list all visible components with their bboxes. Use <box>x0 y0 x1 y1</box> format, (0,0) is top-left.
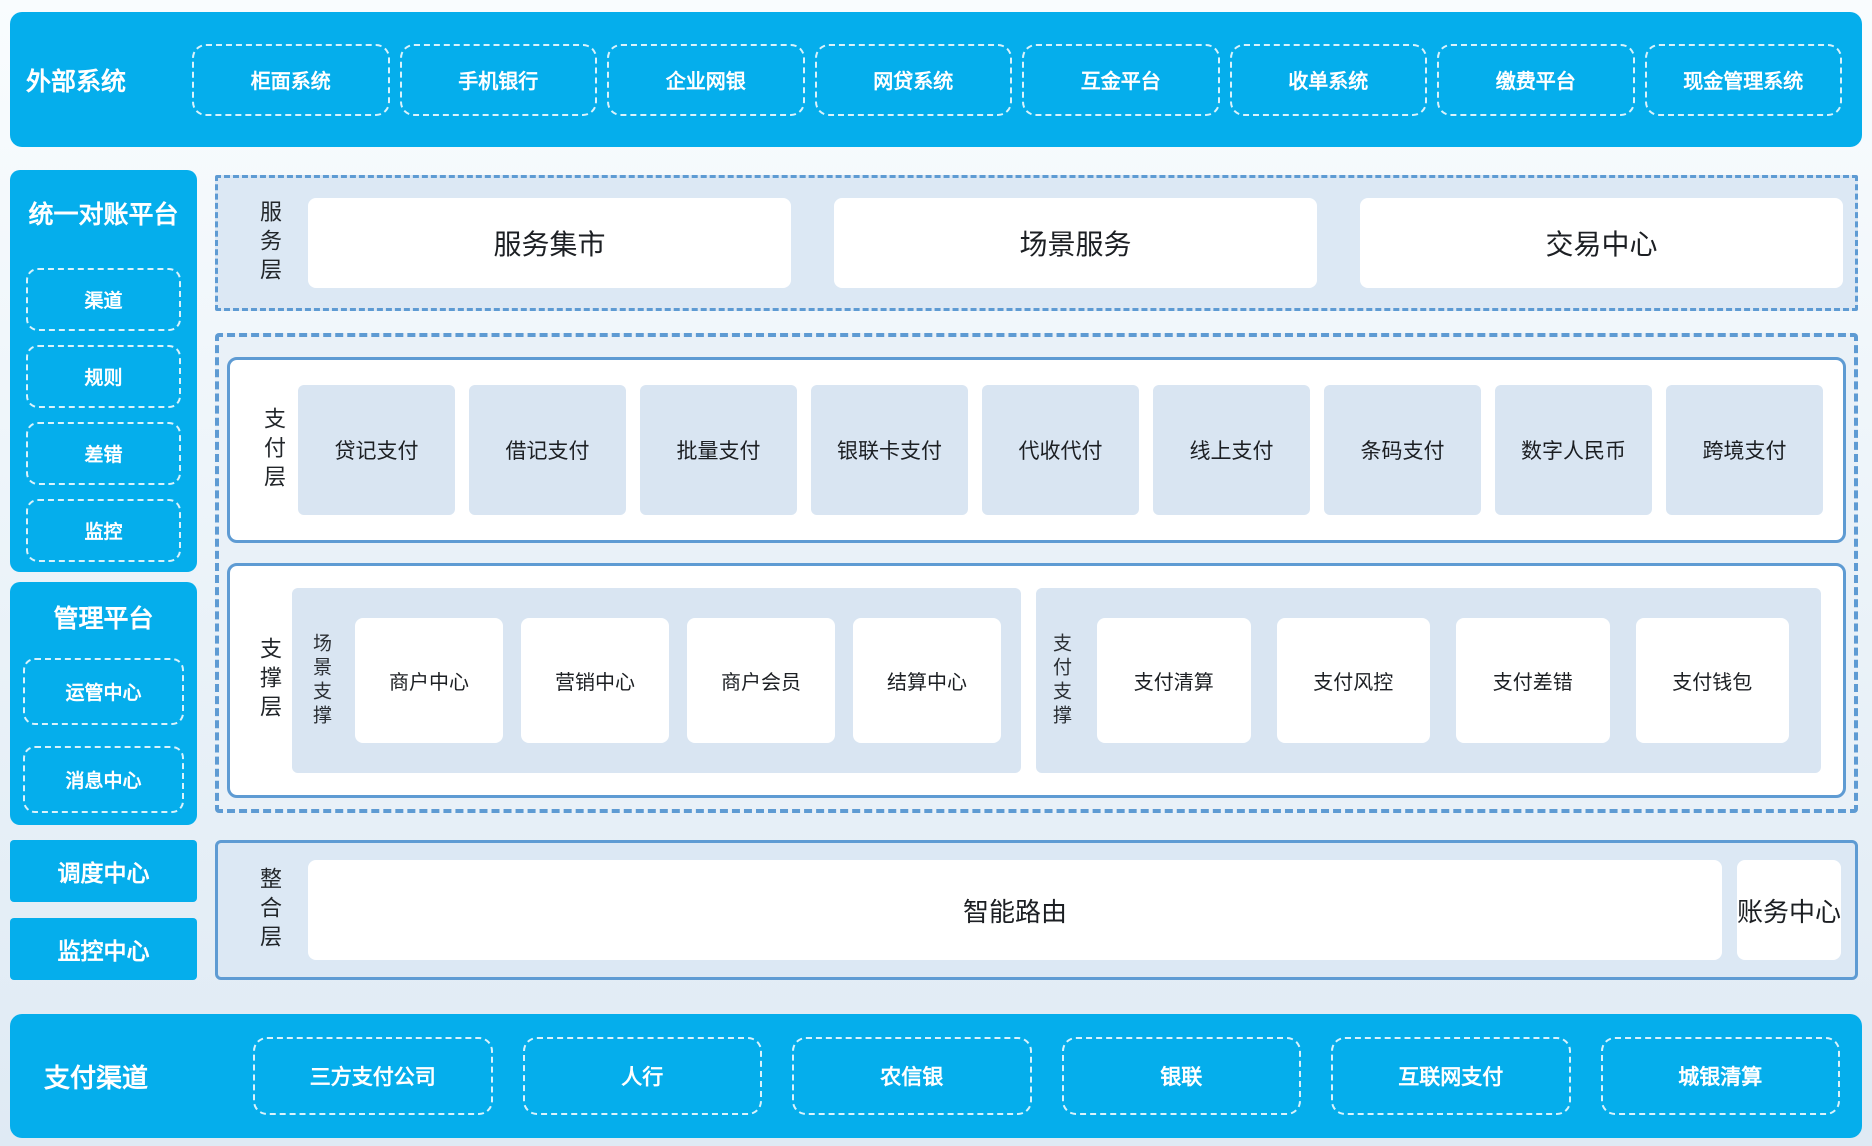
payment-support-group: 支付支撑 支付清算 支付风控 支付差错 支付钱包 <box>1036 588 1821 773</box>
management-items: 运管中心 消息中心 <box>23 658 184 813</box>
reconciliation-item: 监控 <box>26 499 181 562</box>
scene-support-group: 场景支撑 商户中心 营销中心 商户会员 结算中心 <box>292 588 1021 773</box>
payment-layer-item: 借记支付 <box>469 385 626 515</box>
external-system-item: 企业网银 <box>607 43 805 116</box>
integration-layer-section: 整合层 智能路由 账务中心 <box>215 840 1858 980</box>
payment-channel-item: 三方支付公司 <box>253 1037 493 1115</box>
scene-support-label: 场景支撑 <box>310 632 331 729</box>
scene-support-item: 商户中心 <box>355 618 503 743</box>
payment-support-item: 支付风控 <box>1276 618 1430 743</box>
reconciliation-item: 差错 <box>26 422 181 485</box>
integration-layer-item: 智能路由 <box>308 860 1722 960</box>
payment-layer-section: 支付层 贷记支付 借记支付 批量支付 银联卡支付 代收代付 线上支付 条码支付 <box>227 357 1846 543</box>
external-system-item: 现金管理系统 <box>1644 43 1842 116</box>
payment-layer-list: 贷记支付 借记支付 批量支付 银联卡支付 代收代付 线上支付 条码支付 数字人民… <box>298 385 1823 515</box>
integration-layer-list: 智能路由 账务中心 <box>308 860 1841 960</box>
payment-channel-item: 银联 <box>1061 1037 1302 1115</box>
payment-layer-item: 贷记支付 <box>298 385 455 515</box>
payment-channel-item: 互联网支付 <box>1331 1037 1571 1115</box>
payment-layer-item: 批量支付 <box>640 385 797 515</box>
support-layer-label: 支撑层 <box>257 637 282 724</box>
payment-layer-label: 支付层 <box>261 406 286 494</box>
external-system-item: 互金平台 <box>1022 43 1220 116</box>
payment-layer-item: 银联卡支付 <box>811 385 968 515</box>
management-platform-title: 管理平台 <box>53 605 154 633</box>
external-system-item: 网贷系统 <box>814 43 1012 116</box>
management-platform-card: 管理平台 运管中心 消息中心 <box>10 582 197 825</box>
payment-support-item: 支付清算 <box>1097 618 1251 743</box>
service-layer-list: 服务集市 场景服务 交易中心 <box>308 198 1843 288</box>
payment-channel-item: 农信银 <box>792 1037 1032 1115</box>
payment-channels-title: 支付渠道 <box>44 1062 149 1093</box>
service-layer-section: 服务层 服务集市 场景服务 交易中心 <box>215 175 1858 311</box>
reconciliation-item: 规则 <box>26 345 181 408</box>
support-groups: 场景支撑 商户中心 营销中心 商户会员 结算中心 支付支撑 <box>292 588 1821 773</box>
payment-support-item: 支付差错 <box>1456 618 1610 743</box>
monitor-center-box: 监控中心 <box>10 918 197 980</box>
payment-layer-item: 跨境支付 <box>1666 385 1823 515</box>
scene-support-item: 营销中心 <box>521 618 669 743</box>
payment-channel-item: 人行 <box>522 1037 763 1115</box>
external-system-item: 收单系统 <box>1229 43 1427 116</box>
reconciliation-items: 渠道 规则 差错 监控 <box>26 268 181 562</box>
support-layer-section: 支撑层 场景支撑 商户中心 营销中心 商户会员 结算中心 <box>227 563 1846 798</box>
management-item: 消息中心 <box>23 746 184 813</box>
management-item: 运管中心 <box>23 658 184 725</box>
external-system-item: 缴费平台 <box>1437 43 1635 116</box>
payment-layer-item: 数字人民币 <box>1495 385 1652 515</box>
service-layer-label: 服务层 <box>257 199 282 287</box>
service-layer-item: 场景服务 <box>834 198 1317 288</box>
scene-support-list: 商户中心 营销中心 商户会员 结算中心 <box>355 618 1001 743</box>
payment-channels-bar: 支付渠道 三方支付公司 人行 农信银 银联 互联网支付 城银清算 <box>10 1014 1862 1138</box>
external-systems-list: 柜面系统 手机银行 企业网银 网贷系统 互金平台 收单系统 缴费平台 现金管理系… <box>192 43 1842 116</box>
service-layer-item: 服务集市 <box>308 198 791 288</box>
reconciliation-item: 渠道 <box>26 268 181 331</box>
external-systems-bar: 外部系统 柜面系统 手机银行 企业网银 网贷系统 互金平台 收单系统 缴费平台 … <box>10 12 1862 147</box>
payment-support-list: 支付清算 支付风控 支付差错 支付钱包 <box>1097 618 1789 743</box>
scene-support-item: 商户会员 <box>687 618 835 743</box>
dispatch-center-box: 调度中心 <box>10 840 197 902</box>
payment-support-label: 支付支撑 <box>1050 632 1071 729</box>
core-layers-container: 支付层 贷记支付 借记支付 批量支付 银联卡支付 代收代付 线上支付 条码支付 <box>215 333 1858 813</box>
payment-layer-item: 线上支付 <box>1153 385 1310 515</box>
payment-channels-list: 三方支付公司 人行 农信银 银联 互联网支付 城银清算 <box>253 1037 1841 1115</box>
reconciliation-platform-title: 统一对账平台 <box>28 201 179 229</box>
payment-layer-item: 代收代付 <box>982 385 1139 515</box>
external-system-item: 手机银行 <box>399 43 597 116</box>
service-layer-item: 交易中心 <box>1360 198 1843 288</box>
payment-support-item: 支付钱包 <box>1635 618 1789 743</box>
payment-layer-item: 条码支付 <box>1324 385 1481 515</box>
external-systems-title: 外部系统 <box>26 67 127 96</box>
integration-layer-item: 账务中心 <box>1736 860 1841 960</box>
payment-channel-item: 城银清算 <box>1600 1037 1841 1115</box>
integration-layer-label: 整合层 <box>257 866 282 954</box>
scene-support-item: 结算中心 <box>853 618 1001 743</box>
external-system-item: 柜面系统 <box>192 43 390 116</box>
reconciliation-platform-card: 统一对账平台 渠道 规则 差错 监控 <box>10 170 197 572</box>
